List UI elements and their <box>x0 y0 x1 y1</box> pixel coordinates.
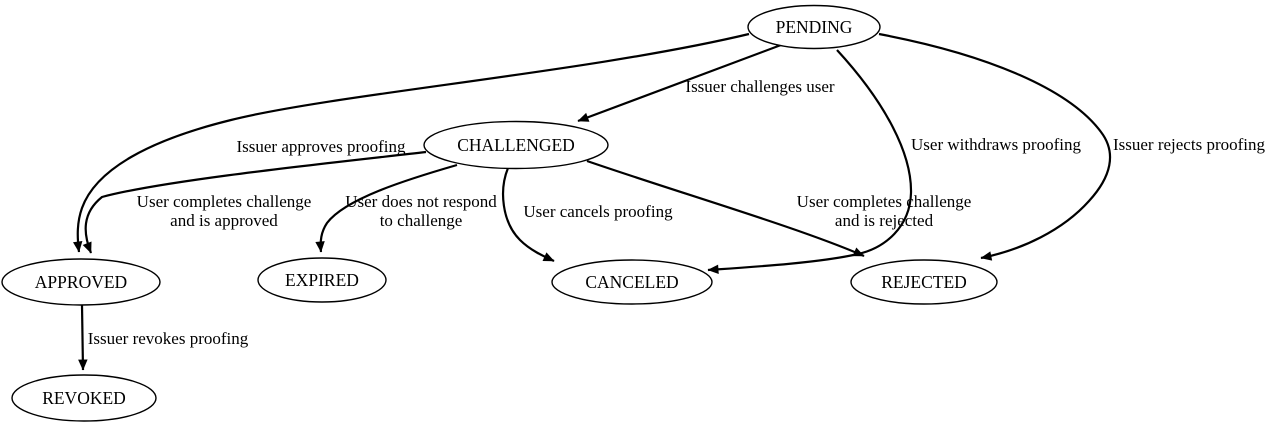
edge-challenged-to-canceled <box>502 167 555 263</box>
node-label-approved: APPROVED <box>35 272 127 292</box>
node-label-challenged: CHALLENGED <box>457 135 575 155</box>
nodes-layer: PENDING CHALLENGED APPROVED EXPIRED CANCELED… <box>1 4 998 422</box>
edge-label-pending-to-approved: Issuer approves proofing <box>236 137 406 156</box>
edge-challenged-to-expired <box>315 163 458 253</box>
edge-label-approved-to-revoked: Issuer revokes proofing <box>88 329 249 348</box>
node-rejected: REJECTED <box>850 259 998 305</box>
edge-pending-to-canceled <box>707 49 913 275</box>
node-canceled: CANCELED <box>551 259 713 305</box>
node-label-rejected: REJECTED <box>881 272 967 292</box>
edge-challenged-to-approved <box>82 150 427 254</box>
node-approved: APPROVED <box>1 258 161 306</box>
edges-layer <box>73 32 1112 371</box>
edge-label-pending-to-challenged: Issuer challenges user <box>685 77 835 96</box>
node-ellipse-challenged <box>423 120 609 170</box>
node-revoked: REVOKED <box>11 374 157 422</box>
edge-label-challenged-to-canceled: User cancels proofing <box>523 202 673 221</box>
node-label-expired: EXPIRED <box>285 270 359 290</box>
node-ellipse-expired <box>257 257 387 303</box>
node-label-canceled: CANCELED <box>585 272 678 292</box>
edge-label-pending-to-rejected: Issuer rejects proofing <box>1113 135 1266 154</box>
edge-approved-to-revoked <box>78 304 88 371</box>
node-label-revoked: REVOKED <box>42 388 126 408</box>
edge-pending-to-approved <box>73 32 750 253</box>
node-challenged: CHALLENGED <box>423 120 609 170</box>
edge-label-pending-to-canceled: User withdraws proofing <box>911 135 1081 154</box>
node-ellipse-revoked <box>11 374 157 422</box>
node-ellipse-approved <box>1 258 161 306</box>
edge-pending-to-challenged <box>577 43 782 123</box>
node-ellipse-rejected <box>850 259 998 305</box>
node-label-pending: PENDING <box>776 17 853 37</box>
node-ellipse-pending <box>747 4 881 50</box>
node-ellipse-canceled <box>551 259 713 305</box>
node-pending: PENDING <box>747 4 881 50</box>
node-expired: EXPIRED <box>257 257 387 303</box>
edge-pending-to-rejected <box>878 32 1112 261</box>
edge-challenged-to-rejected <box>586 159 865 258</box>
